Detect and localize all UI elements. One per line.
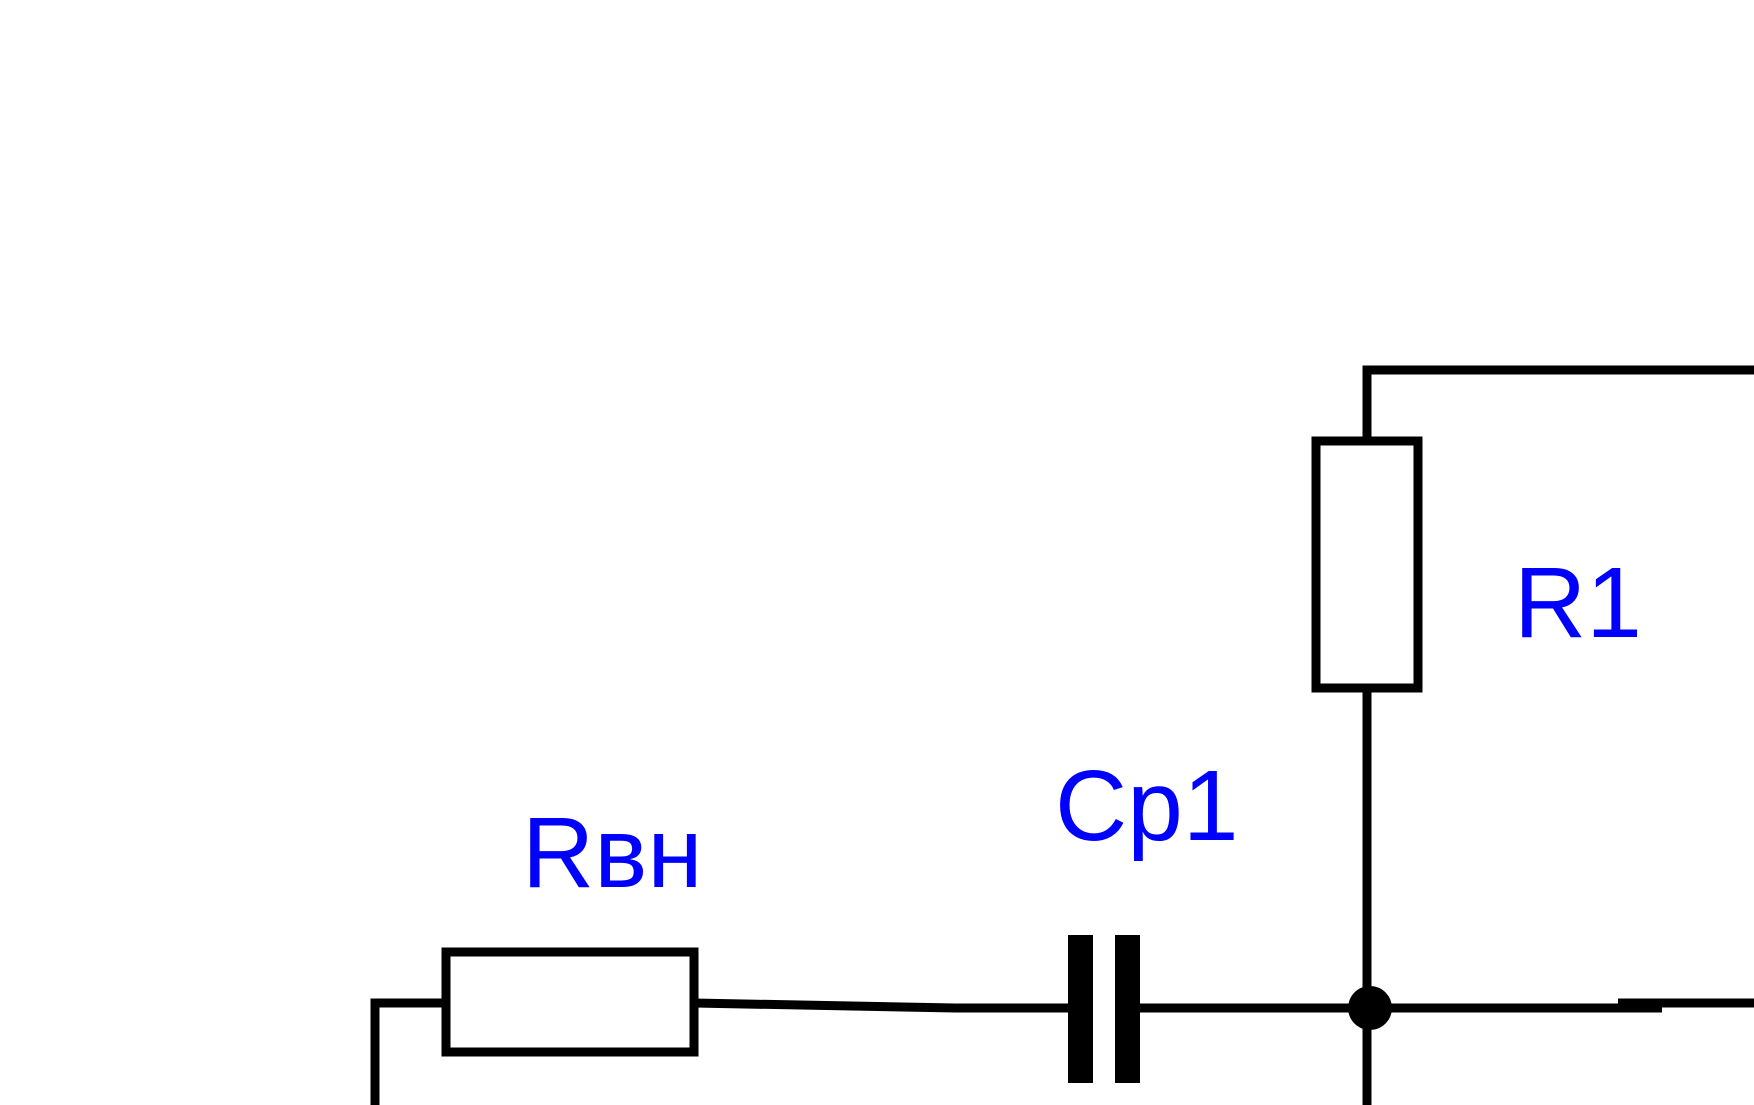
label-r-internal: Rвн — [522, 797, 703, 909]
resistor-r1 — [1311, 436, 1423, 693]
label-capacitor: Ср1 — [1055, 750, 1238, 862]
capacitor-plate-left — [1068, 935, 1093, 1083]
capacitor-plate-right — [1115, 935, 1140, 1083]
wire-left-lead — [370, 998, 447, 1105]
resistor-r-internal — [441, 947, 699, 1057]
label-r1: R1 — [1514, 547, 1642, 659]
wire-r1-to-top-rail — [1362, 365, 1754, 441]
wire-r-internal-to-capacitor — [693, 998, 1072, 1013]
junction-dot — [1348, 986, 1392, 1030]
